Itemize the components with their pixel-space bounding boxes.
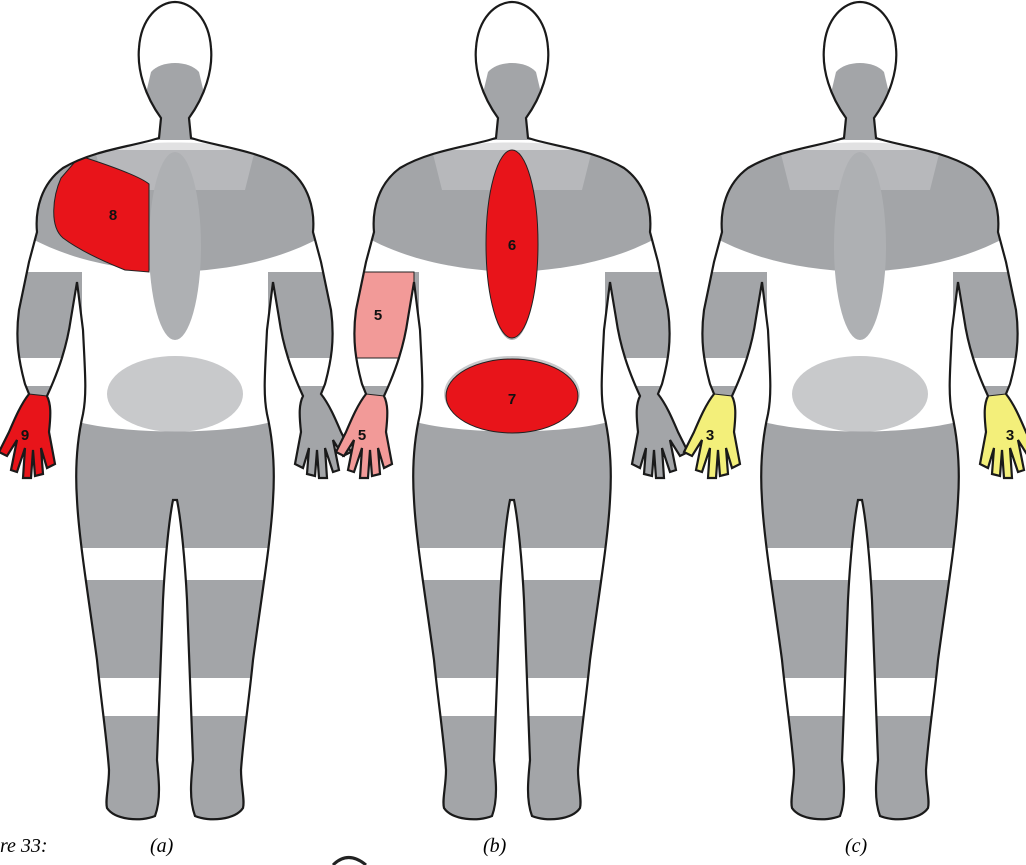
- feet-region: [750, 716, 970, 826]
- caption-c: (c): [845, 835, 868, 857]
- region-score: 5: [358, 427, 366, 444]
- region-score: 8: [109, 207, 117, 224]
- body-figure-a: 89: [0, 2, 351, 826]
- caption-b: (b): [483, 835, 507, 857]
- region-score: 6: [508, 237, 516, 254]
- region-score: 5: [374, 307, 382, 324]
- region-score: 3: [706, 427, 714, 444]
- spine-region: [149, 152, 201, 340]
- region-score: 9: [21, 427, 29, 444]
- lower-back-region: [792, 356, 928, 432]
- cropped-mark: [333, 858, 366, 865]
- figure-label: re 33:: [0, 835, 48, 857]
- lower-back-region: [107, 356, 243, 432]
- body-figure-b: 5 5 6 7: [336, 2, 688, 826]
- hips-thighs-region: [750, 418, 970, 548]
- region-score: 3: [1006, 427, 1014, 444]
- hips-thighs-region: [402, 418, 622, 548]
- hips-thighs-region: [65, 418, 285, 548]
- caption-a: (a): [150, 835, 174, 857]
- feet-region: [65, 716, 285, 826]
- spine-region: [834, 152, 886, 340]
- region-score: 7: [508, 391, 516, 408]
- feet-region: [402, 716, 622, 826]
